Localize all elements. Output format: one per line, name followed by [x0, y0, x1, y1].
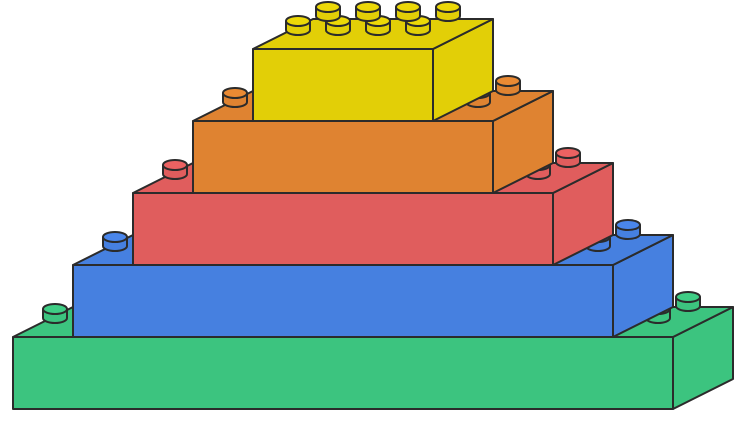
- brick-stud: [405, 15, 431, 36]
- brick-stud: [315, 1, 341, 22]
- brick-stud: [162, 159, 188, 180]
- stud-top: [162, 159, 188, 171]
- brick-stud: [555, 147, 581, 168]
- brick-stud: [102, 231, 128, 252]
- stud-top: [355, 1, 381, 13]
- stud-top: [42, 303, 68, 315]
- stud-top: [495, 75, 521, 87]
- stud-top: [315, 1, 341, 13]
- yellow-brick: [252, 1, 494, 122]
- brick-front-face: [192, 120, 494, 194]
- brick-stud: [675, 291, 701, 312]
- stud-top: [435, 1, 461, 13]
- brick-stud: [222, 87, 248, 108]
- brick-front-face: [132, 192, 554, 266]
- brick-stud: [395, 1, 421, 22]
- brick-stud: [355, 1, 381, 22]
- stud-top: [285, 15, 311, 27]
- yellow-brick-studs: [285, 1, 461, 36]
- brick-stud: [285, 15, 311, 36]
- stud-top: [102, 231, 128, 243]
- brick-front-face: [252, 48, 434, 122]
- brick-stud: [325, 15, 351, 36]
- stud-top: [555, 147, 581, 159]
- brick-stud: [615, 219, 641, 240]
- brick-front-face: [72, 264, 614, 338]
- brick-stud: [495, 75, 521, 96]
- brick-front-face: [12, 336, 674, 410]
- stud-top: [615, 219, 641, 231]
- stud-top: [395, 1, 421, 13]
- brick-stud: [42, 303, 68, 324]
- stud-top: [675, 291, 701, 303]
- brick-stud: [435, 1, 461, 22]
- stud-top: [222, 87, 248, 99]
